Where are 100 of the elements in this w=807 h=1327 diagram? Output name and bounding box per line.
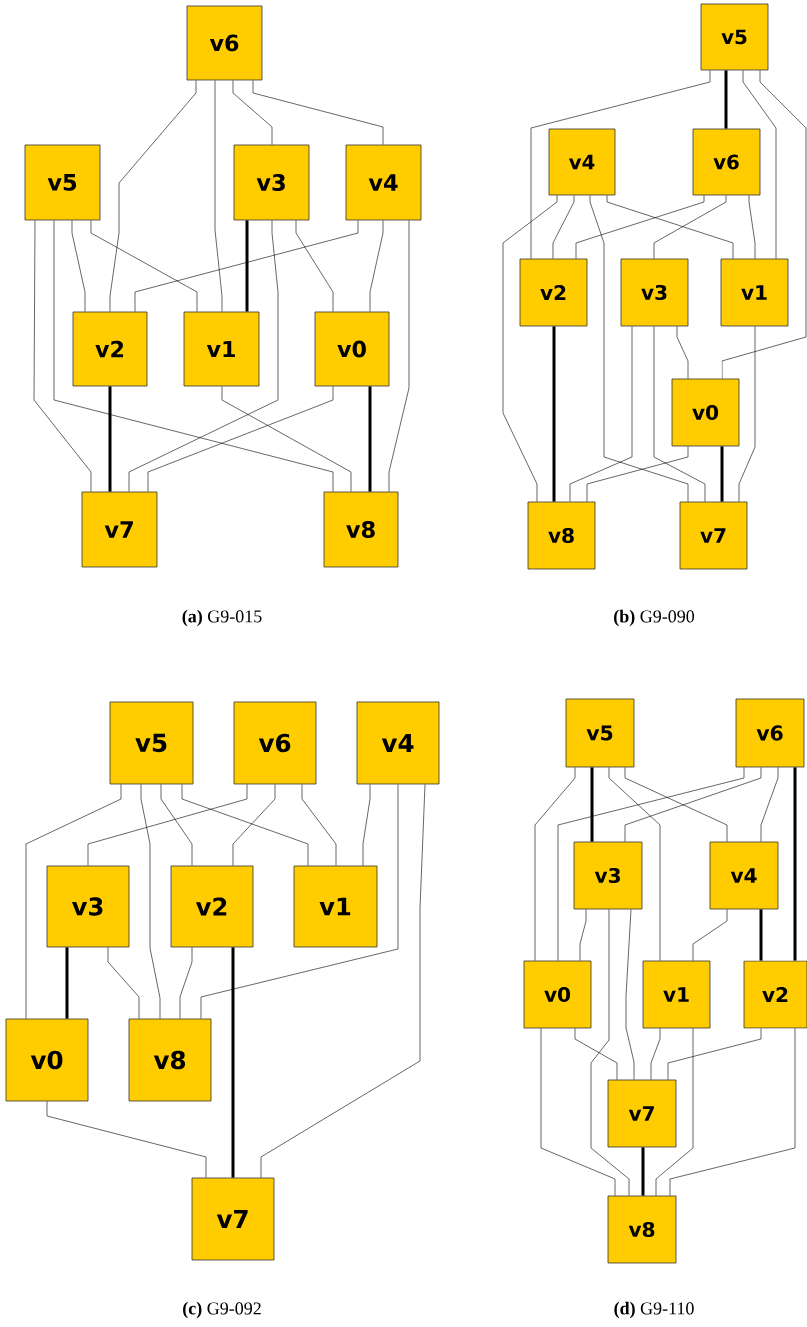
vertex-box: v4	[548, 128, 616, 196]
connector-line	[33, 220, 92, 492]
vertex-box: v0	[523, 960, 592, 1029]
connector-line	[586, 446, 689, 502]
connector-line	[624, 767, 728, 842]
vertex-box: v1	[293, 865, 378, 948]
connector-line	[724, 70, 728, 129]
connector-line	[653, 326, 706, 502]
subfigure-caption: (a) G9-015	[182, 609, 262, 627]
vertex-box: v8	[527, 501, 596, 570]
vertex-box: v5	[565, 698, 635, 768]
connector-line	[540, 1028, 616, 1196]
connector-line	[625, 909, 635, 1080]
vertex-box: v2	[743, 960, 807, 1029]
connector-line	[760, 767, 779, 842]
connector-line	[65, 947, 69, 1019]
connector-line	[641, 1147, 645, 1196]
connector-line	[214, 80, 223, 312]
connector-line	[252, 80, 384, 145]
connector-line	[590, 909, 630, 1196]
vertex-box: v8	[128, 1018, 212, 1102]
connector-line	[107, 947, 140, 1019]
connector-line	[552, 326, 556, 502]
connector-line	[742, 70, 777, 259]
connector-line	[232, 784, 276, 866]
connector-line	[502, 195, 558, 502]
connector-line	[109, 80, 197, 312]
connector-line	[552, 195, 575, 259]
vertex-box: v7	[607, 1079, 677, 1148]
vertex-box: v5	[24, 144, 101, 221]
vertex-box: v4	[345, 144, 422, 221]
subfigure-caption: (d) G9-110	[614, 1301, 694, 1319]
vertex-box: v2	[170, 865, 254, 948]
vertex-box: v0	[671, 378, 740, 447]
connector-line	[140, 784, 161, 1019]
vertex-box: v7	[81, 491, 158, 568]
vertex-box: v4	[356, 701, 440, 785]
vertex-box: v3	[233, 144, 310, 221]
connector-line	[362, 784, 371, 866]
connector-line	[134, 220, 359, 312]
connector-line	[653, 195, 727, 259]
vertex-box: v5	[109, 701, 194, 785]
connector-line	[301, 784, 337, 866]
connector-line	[295, 220, 334, 312]
connector-line	[667, 1028, 762, 1080]
vertex-box: v6	[233, 701, 317, 785]
connector-line	[53, 220, 334, 492]
connector-line	[231, 947, 235, 1178]
subfigure-caption: (c) G9-092	[183, 1301, 261, 1319]
vertex-box: v3	[573, 841, 643, 910]
connector-line	[676, 326, 689, 379]
connector-line	[759, 909, 763, 961]
connector-line	[232, 80, 273, 145]
connector-line	[669, 1028, 796, 1196]
connector-line	[748, 195, 756, 259]
subfigure-caption: (b) G9-090	[614, 609, 695, 627]
connector-line	[738, 326, 756, 502]
connector-line	[606, 195, 734, 259]
connector-line	[87, 784, 248, 866]
connector-line	[25, 784, 122, 1019]
connector-line	[260, 784, 426, 1178]
connector-line	[530, 70, 711, 259]
connector-line	[200, 784, 399, 1019]
connector-line	[650, 1028, 661, 1080]
connector-line	[574, 1028, 618, 1080]
connector-line	[179, 947, 193, 1019]
vertex-box: v2	[519, 258, 588, 327]
vertex-box: v0	[5, 1018, 89, 1102]
vertex-box: v6	[735, 698, 805, 768]
connector-line	[160, 784, 193, 866]
vertex-box: v8	[323, 491, 399, 568]
vertex-box: v7	[679, 501, 748, 570]
connector-line	[181, 784, 309, 866]
connector-line	[579, 909, 587, 961]
vertex-box: v7	[191, 1177, 275, 1261]
connector-line	[388, 220, 410, 492]
connector-line	[108, 386, 112, 492]
vertex-box: v6	[692, 128, 761, 196]
vertex-box: v3	[620, 258, 689, 327]
connector-line	[655, 1028, 694, 1196]
vertex-box: v3	[46, 865, 130, 948]
connector-line	[128, 220, 279, 492]
connector-line	[90, 220, 198, 312]
connector-line	[569, 326, 633, 502]
connector-line	[534, 767, 576, 961]
connector-line	[46, 1101, 207, 1178]
vertex-box: v8	[607, 1195, 677, 1264]
connector-line	[721, 70, 807, 379]
connector-line	[608, 767, 661, 961]
vertex-box: v5	[700, 3, 769, 71]
connector-line	[624, 767, 762, 842]
connector-line	[147, 386, 334, 492]
connector-line	[369, 220, 384, 312]
connector-line	[245, 220, 249, 312]
connector-line	[589, 195, 689, 502]
connector-line	[793, 767, 797, 961]
vertex-box: v1	[720, 258, 789, 327]
vertex-box: v0	[314, 311, 390, 387]
connector-line	[221, 386, 352, 492]
vertex-box: v2	[72, 311, 148, 387]
